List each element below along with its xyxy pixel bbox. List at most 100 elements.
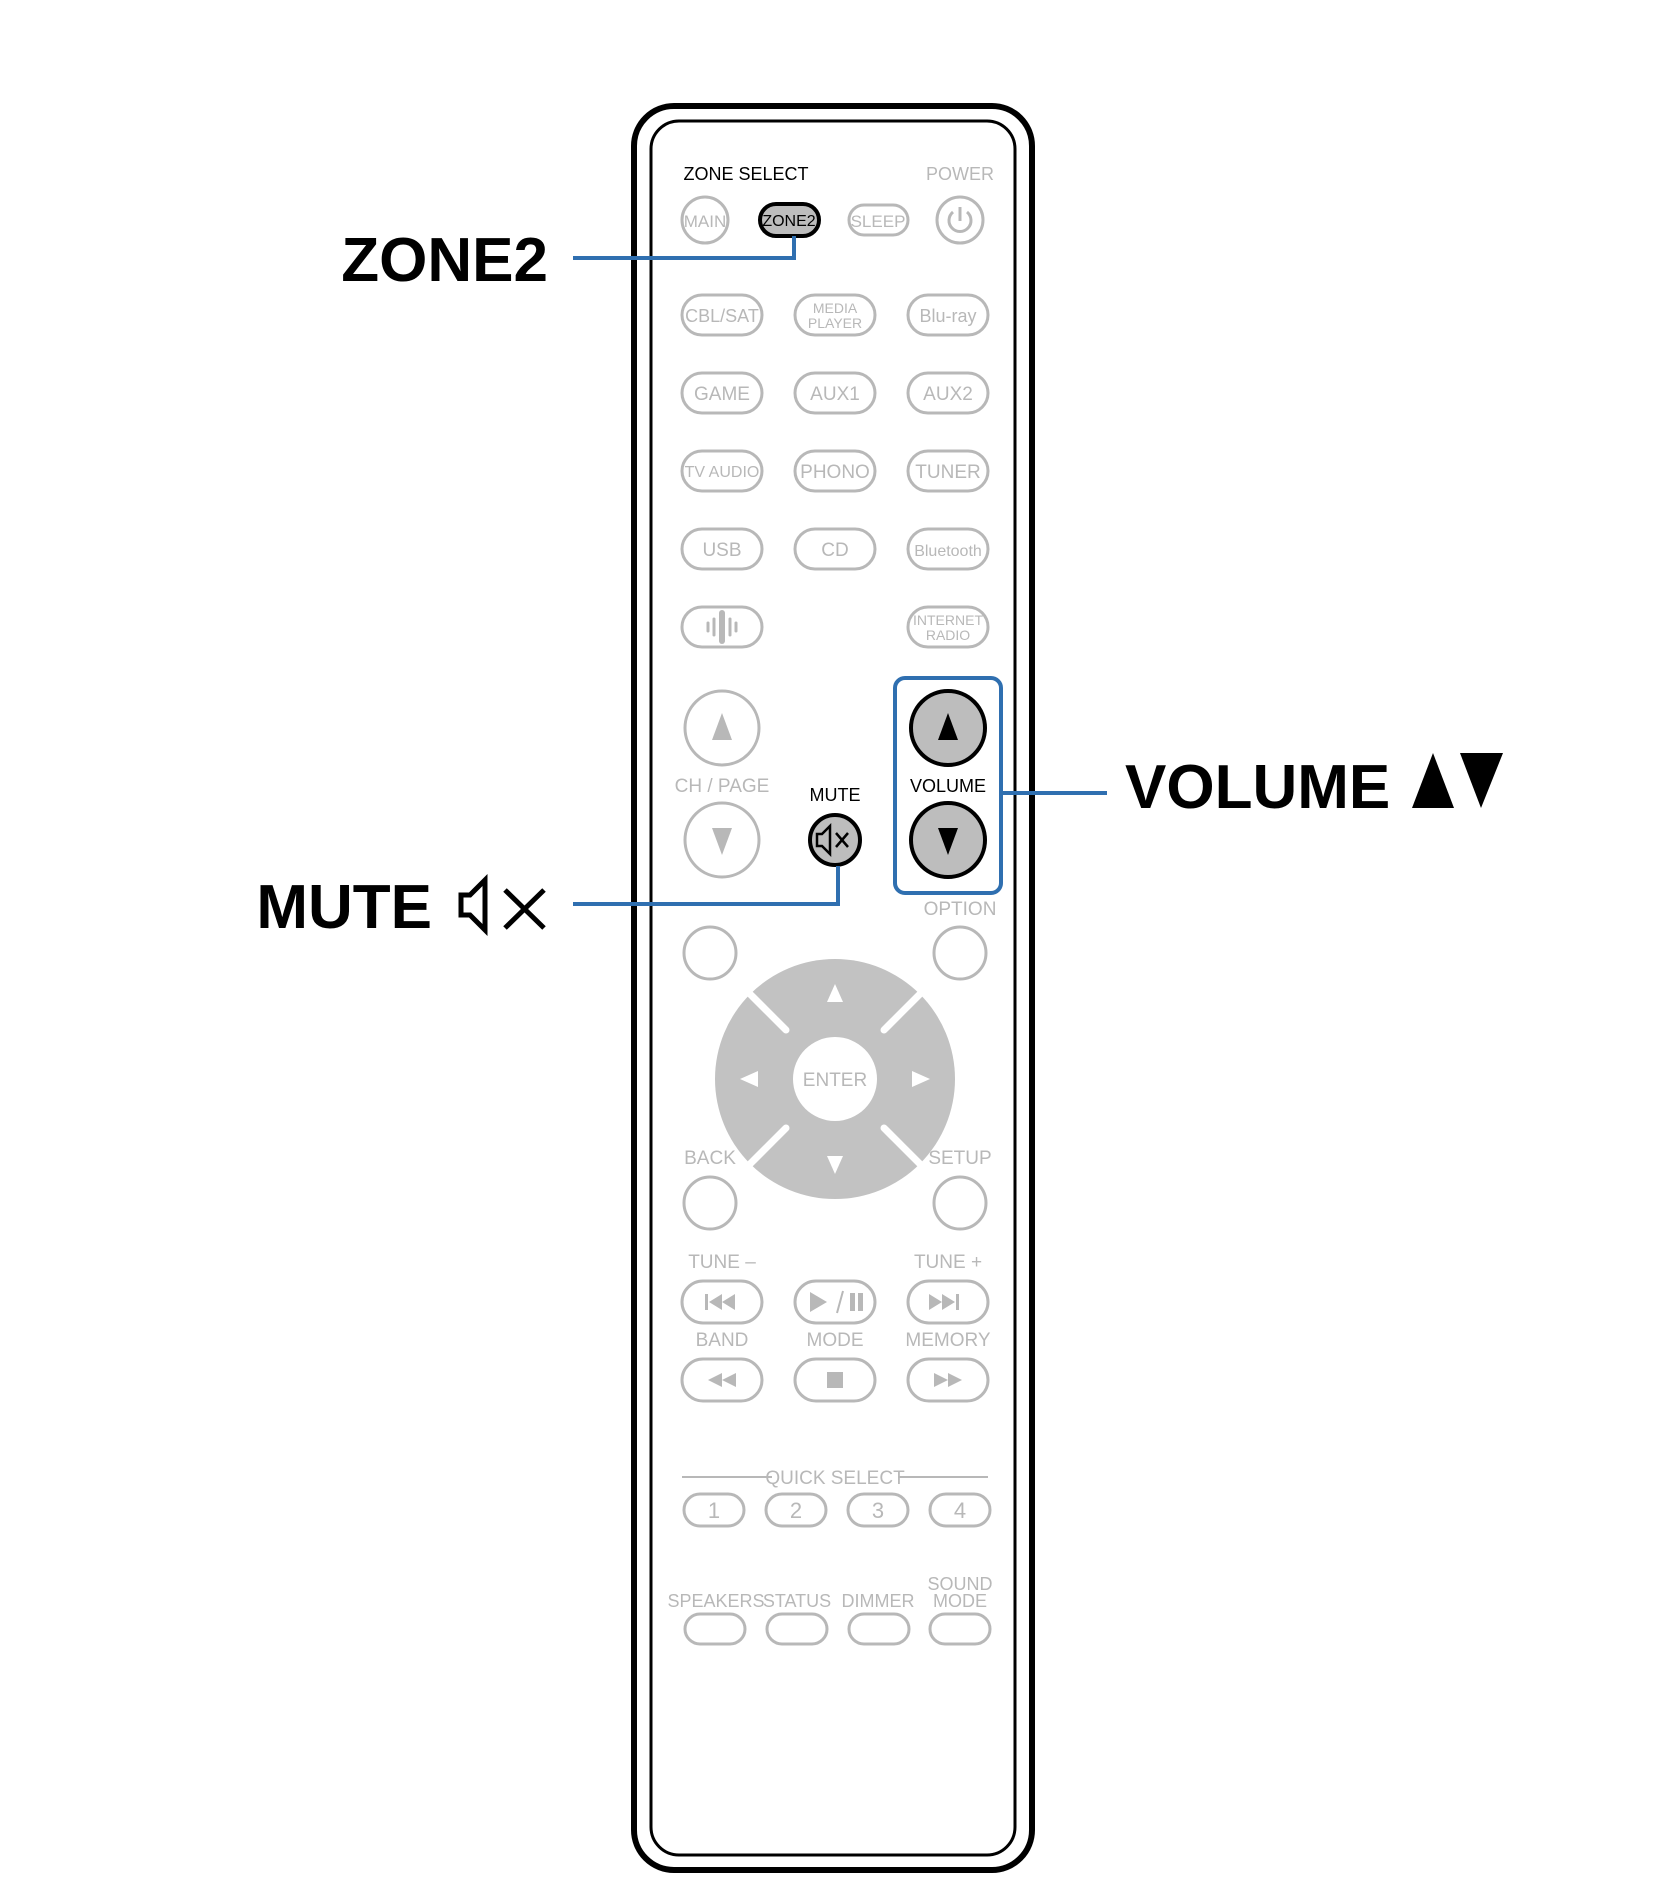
sound-label: SOUND [927, 1574, 992, 1594]
ch-page-label: CH / PAGE [675, 776, 770, 797]
quick-select-3-button[interactable]: 3 [846, 1492, 910, 1528]
cursor-pad[interactable]: ENTER [715, 959, 955, 1199]
play-pause-button[interactable] [793, 1279, 877, 1325]
setup-label: SETUP [928, 1148, 991, 1169]
back-button[interactable] [682, 1175, 738, 1231]
aux2-button[interactable]: AUX2 [906, 371, 990, 415]
dimmer-button[interactable] [847, 1612, 911, 1646]
phono-button[interactable]: PHONO [793, 449, 877, 493]
aux1-label: AUX1 [810, 384, 860, 405]
source-row-3: TV AUDIO PHONO TUNER [680, 449, 990, 493]
usb-label: USB [702, 540, 741, 561]
tv-audio-button[interactable]: TV AUDIO [680, 449, 764, 493]
setup-button[interactable] [932, 1175, 988, 1231]
quick-select-4-button[interactable]: 4 [928, 1492, 992, 1528]
aux1-button[interactable]: AUX1 [793, 371, 877, 415]
cbl-sat-label: CBL/SAT [685, 306, 759, 326]
game-label: GAME [694, 384, 750, 405]
cbl-sat-button[interactable]: CBL/SAT [680, 293, 764, 337]
speakers-label: SPEAKERS [667, 1591, 764, 1611]
skip-back-icon [705, 1294, 735, 1310]
rewind-button[interactable] [680, 1357, 764, 1403]
speakers-button[interactable] [683, 1612, 747, 1646]
zone-select-label: ZONE SELECT [683, 164, 808, 184]
power-icon [947, 207, 973, 233]
heos-button[interactable] [680, 605, 764, 649]
quick-select-label: QUICK SELECT [765, 1468, 905, 1489]
media-player-button[interactable]: MEDIA PLAYER [793, 293, 877, 337]
player-label: PLAYER [808, 315, 862, 331]
source-row-1: CBL/SAT MEDIA PLAYER Blu-ray [680, 293, 990, 337]
power-button[interactable] [935, 195, 985, 245]
tune-minus-label: TUNE – [688, 1252, 756, 1273]
cursor-right-icon[interactable] [912, 1071, 930, 1087]
power-label: POWER [926, 164, 994, 184]
back-label: BACK [684, 1148, 736, 1169]
fast-forward-button[interactable] [906, 1357, 990, 1403]
cd-label: CD [821, 540, 848, 561]
blu-ray-label: Blu-ray [919, 306, 976, 326]
usb-button[interactable]: USB [680, 527, 764, 571]
zone2-callout: ZONE2 [341, 226, 548, 295]
zone2-callout-line [573, 236, 796, 260]
source-row-5: INTERNET RADIO [680, 605, 990, 649]
up-arrow-icon [712, 713, 732, 740]
quick-select-4-label: 4 [954, 1498, 966, 1523]
ch-down-button[interactable] [683, 801, 761, 879]
sleep-button[interactable]: SLEEP [847, 203, 910, 237]
volume-up-button[interactable] [909, 689, 987, 767]
status-button[interactable] [765, 1612, 829, 1646]
dimmer-label: DIMMER [842, 1591, 915, 1611]
aux2-label: AUX2 [923, 384, 973, 405]
volume-down-button[interactable] [909, 801, 987, 879]
media-label: MEDIA [813, 300, 858, 316]
play-pause-icon [810, 1290, 863, 1314]
stop-icon [827, 1372, 843, 1388]
previous-button[interactable] [680, 1279, 764, 1325]
mute-button-label: MUTE [810, 785, 861, 805]
enter-label: ENTER [803, 1070, 867, 1091]
main-button[interactable]: MAIN [680, 195, 730, 245]
mute-button[interactable] [808, 813, 862, 867]
internet-label: INTERNET [913, 612, 983, 628]
heos-icon [706, 610, 738, 644]
quick-select-2-button[interactable]: 2 [764, 1492, 828, 1528]
sound-mode-button[interactable] [928, 1612, 992, 1646]
option-button[interactable] [932, 925, 988, 981]
cursor-up-icon[interactable] [827, 984, 843, 1002]
mute-speaker-icon [815, 822, 849, 858]
left-top-button[interactable] [682, 925, 738, 981]
cursor-left-icon[interactable] [740, 1071, 758, 1087]
cursor-down-icon[interactable] [827, 1156, 843, 1174]
rewind-icon [708, 1373, 736, 1387]
quick-select-1-button[interactable]: 1 [682, 1492, 746, 1528]
volume-down-arrow-icon [1460, 753, 1503, 808]
down-arrow-icon [938, 828, 958, 855]
bluetooth-label: Bluetooth [914, 543, 982, 560]
phono-label: PHONO [800, 462, 870, 483]
tuner-button[interactable]: TUNER [906, 449, 990, 493]
enter-button[interactable] [793, 1037, 877, 1121]
sleep-label: SLEEP [851, 212, 906, 231]
game-button[interactable]: GAME [680, 371, 764, 415]
volume-arrows-icon [1412, 753, 1503, 808]
mute-icon [458, 873, 546, 937]
volume-callout: VOLUME [1125, 753, 1390, 822]
blu-ray-button[interactable]: Blu-ray [906, 293, 990, 337]
sound-mode-label: MODE [933, 1591, 987, 1611]
radio-label: RADIO [926, 627, 970, 643]
band-label: BAND [696, 1330, 749, 1351]
source-row-4: USB CD Bluetooth [680, 527, 990, 571]
ch-up-button[interactable] [683, 689, 761, 767]
up-arrow-icon [938, 713, 958, 740]
stop-button[interactable] [793, 1357, 877, 1403]
next-button[interactable] [906, 1279, 990, 1325]
internet-radio-button[interactable]: INTERNET RADIO [906, 605, 990, 649]
option-label: OPTION [924, 899, 997, 920]
tuner-label: TUNER [915, 462, 980, 483]
bluetooth-button[interactable]: Bluetooth [906, 527, 990, 571]
mute-callout-line [573, 866, 840, 906]
zone2-button[interactable]: ZONE2 [758, 202, 821, 238]
cd-button[interactable]: CD [793, 527, 877, 571]
down-arrow-icon [712, 828, 732, 855]
